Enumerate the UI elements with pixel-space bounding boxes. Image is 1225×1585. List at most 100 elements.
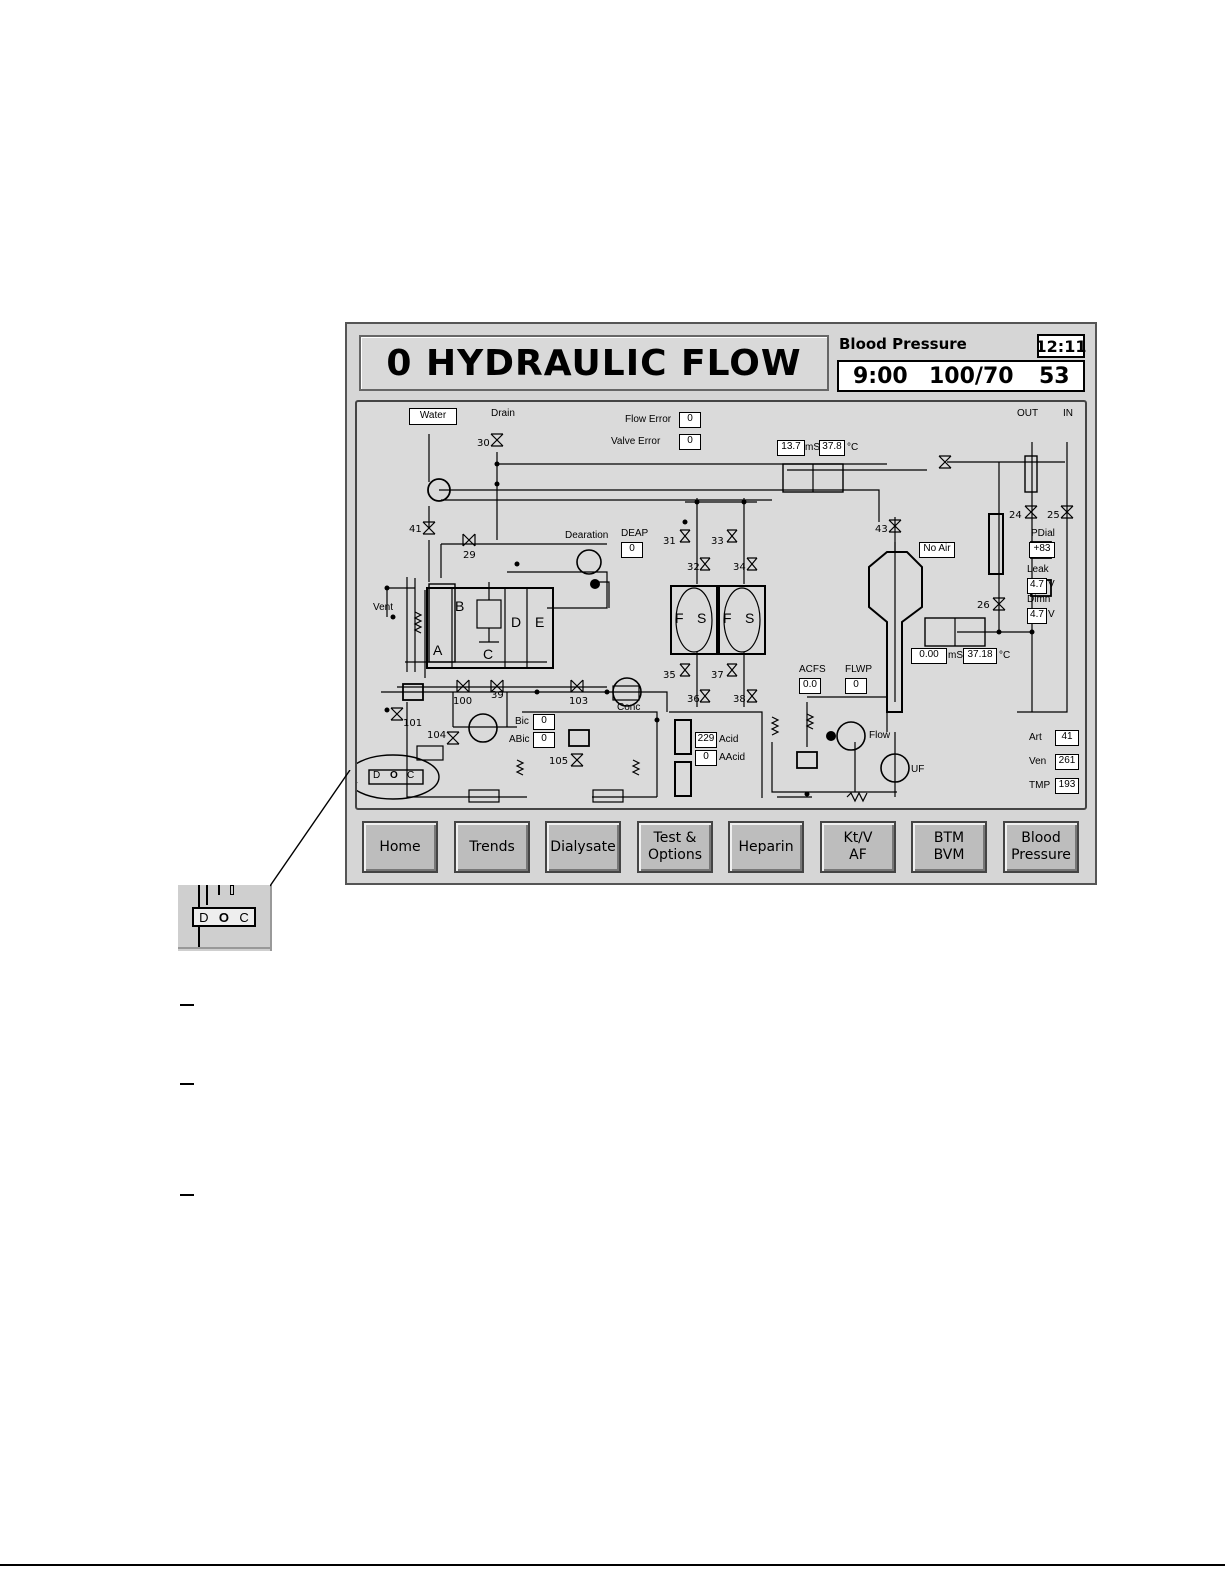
filter-1-membrane xyxy=(675,587,713,653)
tank-piston xyxy=(476,599,502,629)
in-label: IN xyxy=(1063,408,1073,419)
valve-label-34: 34 xyxy=(733,562,746,573)
filter-1 xyxy=(670,585,718,655)
out-column xyxy=(1024,455,1038,493)
dimn-value: 4.7 xyxy=(1027,608,1047,624)
acfs-label: ACFS xyxy=(799,664,826,675)
bic-label: Bic xyxy=(515,716,529,727)
doc-indicator-zoomed: D O C xyxy=(192,907,256,927)
valve-label-37: 37 xyxy=(711,670,724,681)
ven-label: Ven xyxy=(1029,756,1047,767)
doc-highlight-ellipse xyxy=(357,754,440,800)
tank-label-e: E xyxy=(535,614,545,630)
valve-32 xyxy=(699,557,711,571)
bic-pump xyxy=(468,713,498,743)
filter-2-membrane xyxy=(723,587,761,653)
bic-sensor xyxy=(416,745,444,761)
tank-label-a: A xyxy=(433,642,443,658)
abic-label: ABic xyxy=(509,734,530,745)
valve-label-31: 31 xyxy=(663,536,676,547)
pdial-value: +83 xyxy=(1029,542,1055,558)
trends-button[interactable]: Trends xyxy=(454,821,530,873)
valve-label-26: 26 xyxy=(977,600,990,611)
blood-pressure-button[interactable]: Blood Pressure xyxy=(1003,821,1079,873)
acid-label: Acid xyxy=(719,734,739,745)
spring xyxy=(805,713,815,730)
acid-value: 229 xyxy=(695,732,717,748)
spring xyxy=(631,759,641,776)
valve-label-43: 43 xyxy=(875,524,888,535)
home-button[interactable]: Home xyxy=(362,821,438,873)
filter-2 xyxy=(718,585,766,655)
pipe xyxy=(1017,442,1068,713)
btm-bvm-button[interactable]: BTM BVM xyxy=(911,821,987,873)
valve-label-35: 35 xyxy=(663,670,676,681)
aacid-label: AAcid xyxy=(719,752,746,763)
heparin-button[interactable]: Heparin xyxy=(728,821,804,873)
list-bullet-dash xyxy=(180,1083,194,1085)
hydraulic-diagram: 30 41 29 31 32 33 34 35 36 37 38 43 24 2… xyxy=(355,400,1087,810)
list-bullet-dash xyxy=(180,1194,194,1196)
doc-zoom-o: O xyxy=(218,909,230,925)
doc-d: D xyxy=(373,770,381,781)
spring xyxy=(770,716,780,736)
filter-label-f1: F xyxy=(675,610,684,626)
blood-pressure-readout: 9:00 100/70 53 xyxy=(837,360,1085,392)
list-bullet-dash xyxy=(180,1004,194,1006)
pipe xyxy=(507,571,610,609)
valve-heat xyxy=(938,455,952,469)
flow-error-label: Flow Error xyxy=(625,414,672,425)
temperature-2: 37.18 xyxy=(963,648,997,664)
celsius-unit-1: °C xyxy=(847,442,859,453)
valve-error-value: 0 xyxy=(679,434,701,450)
leak-unit: V xyxy=(1048,579,1055,590)
flwp-value: 0 xyxy=(845,678,867,694)
check-valve xyxy=(796,751,818,769)
pipe xyxy=(452,692,658,797)
footer-rule xyxy=(0,1564,1225,1566)
doc-o: O xyxy=(390,770,398,781)
tank-label-b: B xyxy=(455,598,465,614)
vent-label: Vent xyxy=(373,602,394,613)
filter-label-s1: S xyxy=(697,610,707,626)
valve-38 xyxy=(746,689,758,703)
flwp-label: FLWP xyxy=(845,664,873,675)
valve-100 xyxy=(456,679,470,693)
bic-heater xyxy=(468,789,500,803)
air-trap xyxy=(868,551,923,713)
pdial-label: PDial xyxy=(1031,528,1055,539)
pipe xyxy=(669,652,763,798)
valve-31 xyxy=(679,529,691,543)
dearation-label: Dearation xyxy=(565,530,609,541)
ktv-af-button[interactable]: Kt/V AF xyxy=(820,821,896,873)
hydraulic-schematic: 30 41 29 31 32 33 34 35 36 37 38 43 24 2… xyxy=(357,433,1074,803)
test-options-button[interactable]: Test & Options xyxy=(637,821,713,873)
pipe xyxy=(947,442,1065,712)
deap-value: 0 xyxy=(621,542,643,558)
valve-41 xyxy=(422,521,436,535)
dialysate-button[interactable]: Dialysate xyxy=(545,821,621,873)
valve-label-33: 33 xyxy=(711,536,724,547)
water-label: Water xyxy=(409,408,457,425)
art-label: Art xyxy=(1029,732,1042,743)
valve-29 xyxy=(462,533,476,547)
heat-exchanger xyxy=(427,478,451,502)
valve-26 xyxy=(992,597,1006,611)
tmp-value: 193 xyxy=(1055,778,1079,794)
bp-pulse: 53 xyxy=(1039,364,1070,389)
valve-43 xyxy=(888,519,902,533)
valve-label-36: 36 xyxy=(687,694,700,705)
pipe xyxy=(440,543,607,578)
pipe xyxy=(397,577,607,688)
valve-34 xyxy=(746,557,758,571)
valve-33 xyxy=(726,529,738,543)
acid-container-2 xyxy=(674,761,692,797)
valve-label-104: 104 xyxy=(427,730,446,741)
tmp-label: TMP xyxy=(1029,780,1051,791)
valve-36 xyxy=(699,689,711,703)
flow-error-value: 0 xyxy=(679,412,701,428)
drain-label: Drain xyxy=(491,408,515,419)
tank xyxy=(426,587,554,669)
abic-value: 0 xyxy=(533,732,555,748)
bp-time: 9:00 xyxy=(853,364,908,389)
